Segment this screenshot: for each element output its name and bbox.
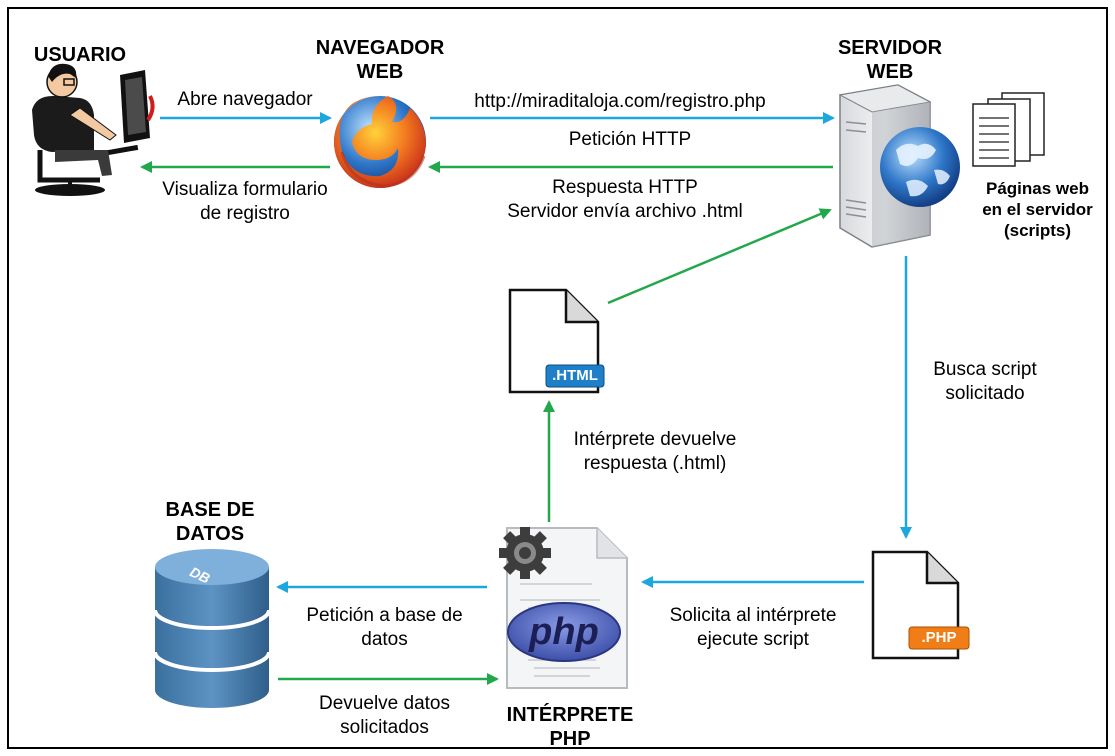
database-icon <box>153 549 271 708</box>
edge-display-form-line2: de registro <box>200 203 290 224</box>
edge-db-request-line2: datos <box>361 629 408 650</box>
diagram-frame <box>7 7 1108 749</box>
php-file-icon <box>871 550 970 660</box>
html-file-icon <box>508 288 605 394</box>
edge-http-response-line2: Servidor envía archivo .html <box>507 201 743 222</box>
browser-title-line1: NAVEGADOR <box>315 37 445 59</box>
arrows <box>140 112 912 685</box>
php-interpreter-icon <box>499 527 628 689</box>
edge-find-script-line1: Busca script <box>933 359 1037 380</box>
pages-stack-icon <box>972 92 1045 167</box>
edge-ask-interpreter-line1: Solicita al intérprete <box>669 605 837 626</box>
edge-interp-returns-line1: Intérprete devuelve <box>573 429 737 450</box>
edge-http-response-line1: Respuesta HTTP <box>552 177 698 198</box>
edge-open-browser: Abre navegador <box>177 89 313 110</box>
edge-find-script-line2: solicitado <box>945 383 1025 404</box>
web-server-icon <box>838 84 960 248</box>
edge-ask-interpreter-line2: ejecute script <box>697 629 809 650</box>
database-title-line1: BASE DE <box>165 499 255 521</box>
edge-http-request: Petición HTTP <box>568 129 692 150</box>
user-computer-icon <box>32 63 155 196</box>
php-file-badge: .PHP <box>921 629 957 646</box>
html-file-badge: .HTML <box>552 367 598 384</box>
pages-label-line1: Páginas web <box>986 179 1089 198</box>
arrow-html-to-server <box>607 208 832 305</box>
user-title: USUARIO <box>33 44 127 66</box>
pages-label-line3: (scripts) <box>1003 221 1072 240</box>
pages-label-line2: en el servidor <box>982 200 1093 219</box>
edge-interp-returns-line2: respuesta (.html) <box>583 453 727 474</box>
gear-icon <box>499 527 551 579</box>
browser-title-line2: WEB <box>356 61 404 83</box>
edge-db-return-line2: solicitados <box>340 717 429 738</box>
firefox-browser-icon <box>334 96 426 188</box>
php-logo-text: php <box>529 611 599 653</box>
edge-db-request-line1: Petición a base de <box>306 605 463 626</box>
edge-url: http://miraditaloja.com/registro.php <box>474 91 766 112</box>
server-title-line2: WEB <box>866 61 914 83</box>
interpreter-title-line1: INTÉRPRETE <box>506 704 634 726</box>
edge-display-form-line1: Visualiza formulario <box>162 179 328 200</box>
server-title-line1: SERVIDOR <box>837 37 943 59</box>
edge-db-return-line1: Devuelve datos <box>319 693 450 714</box>
database-title-line2: DATOS <box>175 523 245 545</box>
interpreter-title-line2: PHP <box>549 728 591 750</box>
